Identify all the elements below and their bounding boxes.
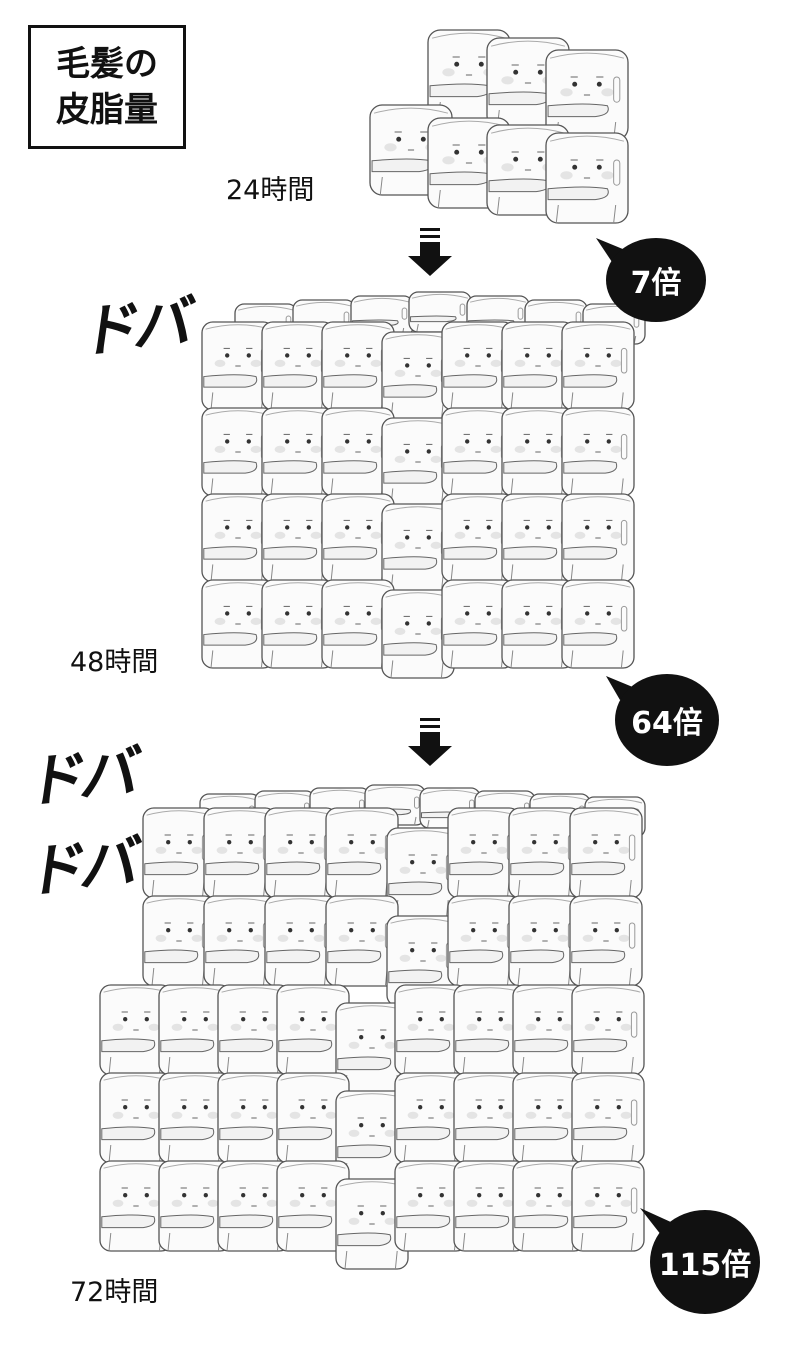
cube-character [335, 1090, 409, 1182]
cube-character [321, 407, 395, 497]
cube-character [569, 807, 643, 899]
speech-bubble-shapes [596, 238, 760, 1314]
cube-character [561, 493, 635, 583]
cube-character [501, 493, 575, 583]
sound-effect-doba: ドバ [23, 737, 140, 817]
cube-character [508, 807, 582, 899]
cube-character [561, 579, 635, 669]
cube-character [561, 407, 635, 497]
cube-character [453, 1160, 527, 1252]
down-arrow-icon [408, 228, 452, 276]
cube-character [201, 493, 275, 583]
cube-character [569, 895, 643, 987]
cube-character [571, 1160, 645, 1252]
cube-character [441, 321, 515, 411]
cube-character [561, 321, 635, 411]
multiplier-bubble-64x: 64倍 [615, 674, 719, 766]
cube-character [142, 895, 216, 987]
cube-character [217, 1160, 291, 1252]
cube-character [545, 49, 629, 141]
cube-character [321, 579, 395, 669]
cube-character [201, 321, 275, 411]
cube-character [261, 407, 335, 497]
time-label-48h: 48時間 [70, 647, 159, 678]
cube-character [394, 1160, 468, 1252]
cube-character [325, 895, 399, 987]
multiplier-bubble-115x: 115倍 [650, 1210, 760, 1314]
cube-character [99, 984, 173, 1076]
cube-character [571, 1072, 645, 1164]
down-arrow-icon [408, 718, 452, 766]
cube-character [545, 132, 629, 224]
time-label-24h: 24時間 [226, 175, 315, 206]
cube-character [158, 1160, 232, 1252]
cube-character [386, 827, 460, 919]
title-line-1: 毛髪の [56, 44, 158, 84]
multiplier-text: 7倍 [630, 266, 682, 301]
cube-character [441, 407, 515, 497]
cube-character [441, 579, 515, 669]
cube-character [264, 895, 338, 987]
cube-character [441, 493, 515, 583]
cube-character [501, 579, 575, 669]
multiplier-text: 115倍 [658, 1248, 752, 1283]
cube-character [571, 984, 645, 1076]
cube-character [325, 807, 399, 899]
cube-character [453, 1072, 527, 1164]
cube-character [276, 1160, 350, 1252]
speech-bubble [615, 674, 719, 766]
cube-character [217, 1072, 291, 1164]
time-label-72h: 72時間 [70, 1277, 159, 1308]
title-line-2: 皮脂量 [56, 90, 158, 130]
sound-effect-doba: ドバ [77, 287, 194, 367]
speech-bubble [650, 1210, 760, 1314]
title-box: 毛髪の 皮脂量 [28, 25, 186, 149]
arrows [408, 228, 452, 766]
cube-character [447, 895, 521, 987]
sound-effect-doba: ドバ [23, 827, 140, 907]
multiplier-bubble-7x: 7倍 [606, 238, 706, 322]
cube-character [512, 984, 586, 1076]
cube-character [508, 895, 582, 987]
cube-character [203, 807, 277, 899]
cube-character [261, 579, 335, 669]
cube-character [381, 331, 455, 421]
cube-character [335, 1178, 409, 1270]
multiplier-text: 64倍 [631, 706, 703, 741]
speech-bubble [606, 238, 706, 322]
